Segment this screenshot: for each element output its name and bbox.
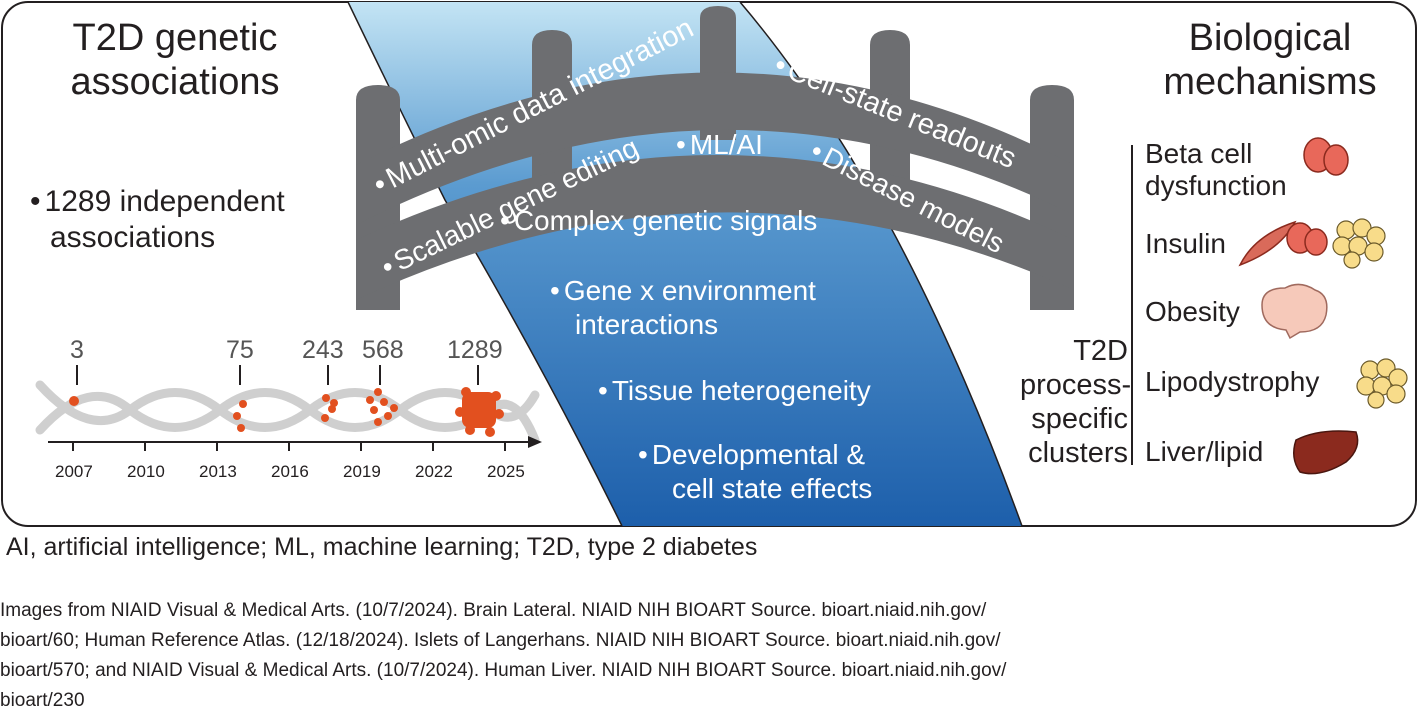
association-dot — [370, 406, 378, 414]
mechanism-insulin: Insulin — [1145, 228, 1226, 259]
islet-cluster-icon — [1356, 358, 1408, 409]
figure: T2D genetic associations 1289 independen… — [0, 0, 1418, 530]
year-label: 2019 — [343, 462, 381, 481]
river-item-line: cell state effects — [672, 473, 873, 504]
association-dot — [237, 424, 245, 432]
association-dot — [69, 396, 79, 406]
credit-line: bioart/230 — [0, 690, 85, 711]
right-title-line: mechanisms — [1163, 61, 1377, 103]
stat-line: 1289 independent — [30, 184, 285, 220]
association-dot-cluster — [462, 392, 496, 428]
right-panel-title: Biological mechanisms — [1130, 16, 1410, 104]
count-label: 1289 — [447, 336, 503, 364]
association-dot — [239, 400, 247, 408]
liver-icon — [1293, 430, 1359, 475]
count-label: 75 — [226, 336, 254, 364]
stat-line: associations — [50, 221, 216, 254]
year-label: 2010 — [127, 462, 165, 481]
association-dot — [491, 391, 501, 401]
year-label: 2022 — [415, 462, 453, 481]
year-label: 2025 — [487, 462, 525, 481]
bridge-lower-label: ML/AI — [676, 128, 763, 162]
credit-line: Images from NIAID Visual & Medical Arts.… — [0, 600, 987, 621]
right-title-line: Biological — [1188, 17, 1352, 59]
association-dot — [465, 425, 475, 435]
cluster-label-line: specific — [1031, 403, 1128, 435]
islet-cluster-icon — [1332, 218, 1386, 269]
mechanism-line: Beta cell — [1145, 138, 1253, 169]
brain-icon — [1261, 283, 1328, 340]
year-label: 2016 — [271, 462, 309, 481]
left-title-line: T2D genetic — [72, 17, 278, 59]
association-dots — [69, 387, 504, 437]
pancreas-cell-icon — [1303, 137, 1349, 176]
association-dot — [455, 407, 465, 417]
association-dot — [321, 414, 329, 422]
association-dot — [384, 412, 392, 420]
association-dot — [494, 409, 504, 419]
cluster-label-line: clusters — [1028, 437, 1128, 469]
year-label: 2013 — [199, 462, 237, 481]
credit-line: bioart/570; and NIAID Visual & Medical A… — [0, 660, 1007, 681]
association-dot — [330, 399, 338, 407]
mechanism-lipodystrophy: Lipodystrophy — [1145, 366, 1320, 397]
river-item: Gene x environment interactions — [550, 274, 816, 342]
river-item: Complex genetic signals — [500, 204, 818, 238]
association-dot — [390, 404, 398, 412]
river-item-line: Gene x environment — [550, 274, 816, 308]
mechanism-beta-cell: Beta cell dysfunction — [1145, 138, 1287, 202]
mechanism-line: dysfunction — [1145, 170, 1287, 201]
stat-block: 1289 independent associations — [30, 184, 285, 256]
association-dot — [485, 427, 495, 437]
association-dot — [322, 394, 330, 402]
muscle-icon — [1238, 220, 1297, 267]
left-title-line: associations — [70, 61, 280, 103]
association-dot — [366, 396, 374, 404]
association-dot — [374, 418, 382, 426]
association-dot — [233, 412, 241, 420]
pancreas-cell-icon — [1286, 222, 1328, 256]
cluster-label: T2D process- specific clusters — [1020, 334, 1132, 470]
count-label: 243 — [302, 336, 344, 364]
association-dot — [374, 388, 382, 396]
credit-line: bioart/60; Human Reference Atlas. (12/18… — [0, 630, 1001, 651]
mechanism-obesity: Obesity — [1145, 296, 1240, 327]
cluster-label-line: process- — [1020, 369, 1132, 401]
river-item: Tissue heterogeneity — [598, 374, 871, 408]
mechanism-liver-lipid: Liver/lipid — [1145, 436, 1264, 467]
river-item-line: interactions — [575, 309, 719, 340]
count-label: 568 — [362, 336, 404, 364]
left-panel-title: T2D genetic associations — [40, 16, 310, 104]
abbreviations-note: AI, artificial intelligence; ML, machine… — [6, 533, 758, 561]
river-item: Developmental & cell state effects — [638, 438, 872, 506]
timeline-axis — [48, 365, 542, 451]
cluster-label-line: T2D — [1073, 335, 1128, 367]
year-label: 2007 — [55, 462, 93, 481]
river-item-line: Developmental & — [638, 438, 872, 472]
association-dot — [380, 398, 388, 406]
count-label: 3 — [70, 336, 84, 364]
association-dot — [461, 387, 471, 397]
image-credits: Images from NIAID Visual & Medical Arts.… — [0, 596, 1418, 716]
